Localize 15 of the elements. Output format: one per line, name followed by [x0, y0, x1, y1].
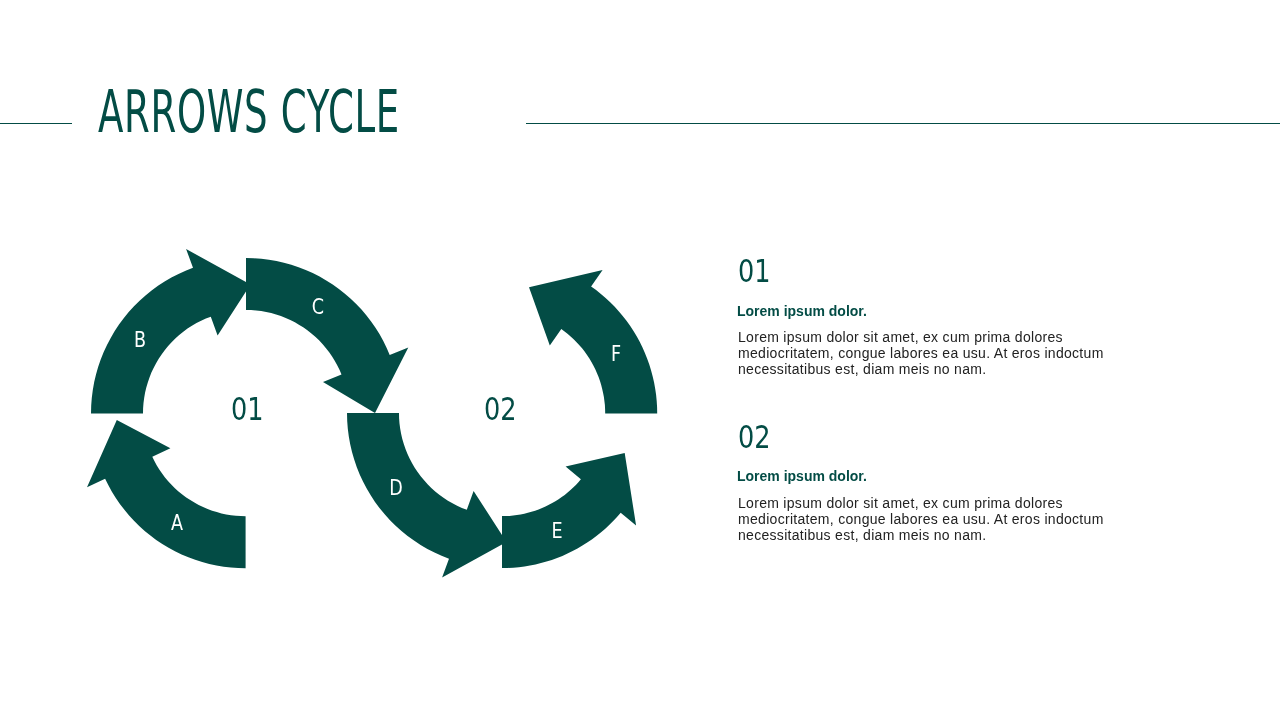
cycle-number: 01 [231, 390, 264, 428]
arrow-letter: E [550, 517, 563, 543]
arrow-letter: D [389, 474, 404, 500]
step-heading: Lorem ipsum dolor. [737, 468, 867, 484]
arrow-letter: F [611, 340, 622, 366]
arrow-letter: A [170, 509, 183, 535]
step-description: Lorem ipsum dolor sit amet, ex cum prima dolores mediocritatem, congue labores ea usu. At eros indoctum necessitatibus est, diam meis no nam. [738, 329, 1105, 377]
arrow-letter: B [134, 326, 147, 352]
step-number: 02 [738, 418, 771, 456]
cycle-number: 02 [484, 390, 517, 428]
step-description: Lorem ipsum dolor sit amet, ex cum prima dolores mediocritatem, congue labores ea usu. At eros indoctum necessitatibus est, diam meis no nam. [738, 495, 1105, 543]
arrow-letter: C [312, 293, 325, 319]
step-number: 01 [738, 252, 771, 290]
step-heading: Lorem ipsum dolor. [737, 303, 867, 319]
title: ARROWS CYCLE [98, 78, 400, 146]
